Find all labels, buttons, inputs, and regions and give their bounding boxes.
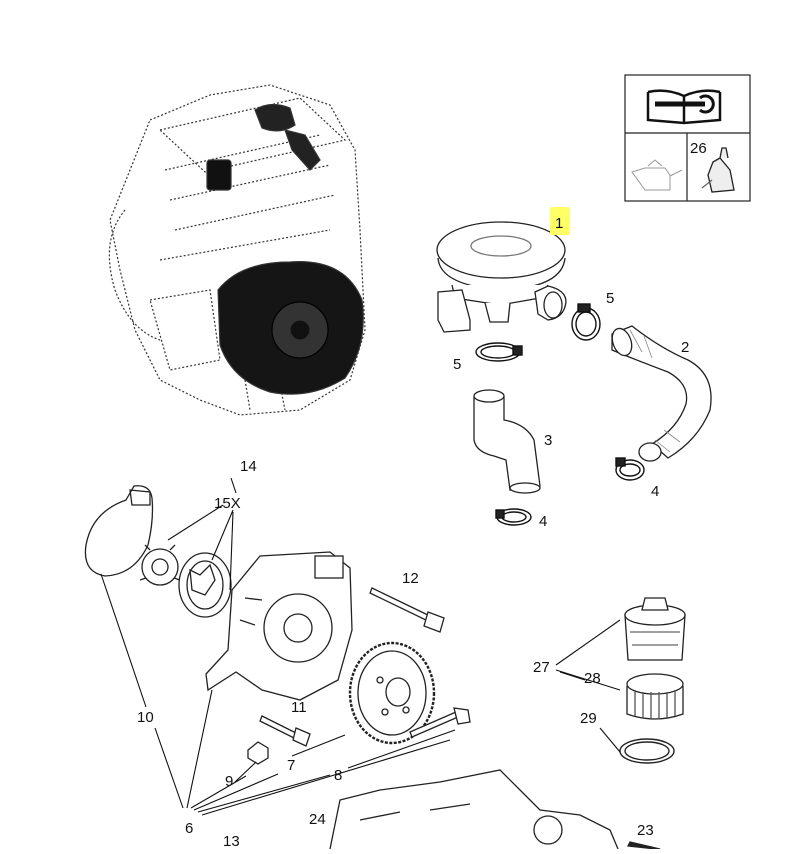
part-12-bolt [369, 587, 445, 633]
callout-7: 7 [287, 757, 295, 774]
part-29-oring [619, 738, 675, 764]
part-23-bolt [626, 841, 661, 850]
callout-1: 1 [555, 215, 563, 232]
callout-5a: 5 [606, 290, 614, 307]
part-5-clamp-left [475, 342, 523, 362]
highlight-marker [550, 207, 570, 235]
callout-29: 29 [580, 710, 597, 727]
callout-6: 6 [185, 820, 193, 837]
part-11-bolt [259, 715, 311, 747]
part-28-filter-element [626, 673, 684, 720]
part-4-clamp-lower [495, 508, 532, 526]
part-5-clamp-upper [571, 303, 601, 341]
callout-24: 24 [309, 811, 326, 828]
leader-lines [100, 477, 621, 816]
callout-12: 12 [402, 570, 419, 587]
part-9-nut [247, 741, 269, 765]
callout-27: 27 [533, 659, 550, 676]
part-2-hose [611, 325, 712, 462]
callout-13: 13 [223, 833, 240, 849]
callout-26: 26 [690, 140, 707, 157]
part-8-bolt [409, 707, 471, 738]
callout-28: 28 [584, 670, 601, 687]
part-24-cover [329, 769, 619, 850]
oil-can-icon [631, 159, 683, 191]
callout-3: 3 [544, 432, 552, 449]
callout-9: 9 [225, 773, 233, 790]
callout-5b: 5 [453, 356, 461, 373]
part-3-elbow-hose [473, 389, 541, 494]
engine-assembly [108, 84, 366, 416]
sealant-tube-icon [701, 147, 735, 193]
part-15-rotor-inner [139, 544, 181, 586]
part-4-clamp-right [615, 457, 645, 481]
callout-11: 11 [291, 699, 307, 716]
legend-box: 26 [624, 74, 751, 202]
callout-23: 23 [637, 822, 654, 839]
part-10-gasket-ring [84, 485, 154, 577]
callout-2: 2 [681, 339, 689, 356]
part-15-rotor-outer [178, 552, 232, 618]
manual-wrench-icon [646, 89, 722, 125]
callout-4a: 4 [651, 483, 659, 500]
callout-15x: 15X [214, 495, 241, 512]
part-27-filter-cap [624, 597, 686, 661]
sprocket-gear [348, 641, 436, 745]
callout-8: 8 [334, 767, 342, 784]
callout-14: 14 [240, 458, 257, 475]
callout-4b: 4 [539, 513, 547, 530]
part-11-water-pump [205, 551, 353, 701]
callout-10: 10 [137, 709, 154, 726]
part-1-breather-valve [436, 221, 567, 333]
